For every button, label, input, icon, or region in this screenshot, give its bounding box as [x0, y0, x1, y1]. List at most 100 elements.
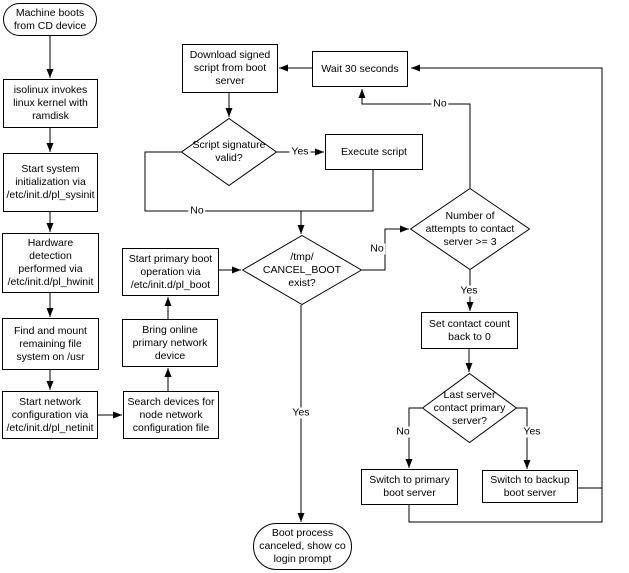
node-label-line: exist? — [288, 276, 316, 289]
node-label-line: script from boot — [193, 62, 267, 74]
node-label-line: contact primary — [433, 401, 506, 414]
node-label-line: Switch to backup — [490, 473, 570, 486]
node-label-line: boot server — [503, 486, 557, 499]
node-wait-30-process: Wait 30 seconds — [312, 51, 408, 87]
diamond-shape — [242, 235, 362, 305]
node-label-line: operation via — [140, 265, 201, 278]
edge-label-no: No — [431, 97, 449, 110]
node-label-line: Execute script — [341, 145, 407, 158]
node-label-line: /tmp/ — [290, 250, 314, 263]
node-label-line: login prompt — [273, 553, 332, 565]
edge-label-yes: Yes — [521, 425, 543, 438]
node-label-line: primary network — [132, 336, 208, 349]
node-label-line: CANCEL_BOOT — [262, 263, 342, 276]
node-label-line: canceled, show co — [259, 540, 346, 552]
node-label: Wait 30 seconds — [321, 63, 398, 76]
arrowhead-icon — [46, 308, 54, 317]
arrowhead-icon — [164, 297, 172, 306]
edge-label-no: No — [394, 425, 412, 438]
node-label-line: server — [215, 75, 245, 87]
node-label-line: remaining file — [19, 337, 82, 350]
arrowhead-icon — [466, 302, 474, 311]
arrowhead-icon — [46, 143, 54, 152]
arrowhead-icon — [297, 225, 305, 234]
diamond-shape — [181, 118, 277, 186]
node-label-line: attempts to contact — [425, 222, 515, 235]
arrowhead-icon — [46, 223, 54, 232]
edge-sigvalid-no-to-cancelboot — [144, 151, 302, 234]
node-label-line: system on /usr — [16, 350, 85, 363]
node-label-line: Boot process — [271, 527, 334, 539]
node-label-line: configuration file — [132, 421, 210, 434]
node-label-line: server? — [451, 414, 487, 427]
node-label-line: detection — [29, 250, 72, 262]
edge-label-yes: Yes — [290, 406, 312, 419]
node-execute-script-process: Execute script — [325, 134, 423, 170]
node-label-line: performed via — [18, 263, 83, 275]
edge-label-no: No — [368, 242, 386, 255]
arrowhead-icon — [279, 64, 288, 72]
node-label-line: /etc/init.d/pl_boot — [130, 278, 211, 291]
node-label-line: Start network — [19, 395, 81, 408]
edge-primary-loop-to-wait — [408, 67, 603, 523]
arrowhead-icon — [113, 411, 122, 419]
arrowhead-icon — [225, 108, 233, 117]
diamond-shape — [422, 373, 517, 443]
arrowhead-icon — [164, 368, 172, 377]
node-label-line: initialization via — [15, 176, 86, 188]
node-label-line: from CD device — [13, 19, 87, 32]
arrowhead-icon — [232, 266, 241, 274]
node-label-line: device — [154, 349, 186, 362]
arrowhead-icon — [400, 225, 409, 233]
node-label-line: boot server — [383, 487, 436, 499]
node-label-line: Start system — [21, 163, 80, 175]
node-label-line: /etc/init.d/pl_hwinit — [7, 276, 94, 288]
arrowhead-icon — [297, 513, 305, 522]
node-label-line: node network — [139, 408, 203, 421]
node-label-line: server >= 3 — [443, 235, 497, 248]
arrowhead-icon — [465, 363, 473, 372]
edge-label-yes: Yes — [289, 145, 311, 158]
arrowhead-icon — [315, 148, 324, 156]
arrowhead-icon — [358, 89, 366, 98]
node-label: Execute script — [341, 146, 407, 159]
node-label-line: configuration via — [11, 408, 89, 421]
node-label-line: Last server — [443, 388, 496, 401]
edge-execute-to-merge — [301, 170, 374, 212]
node-label-line: Machine boots — [15, 6, 85, 19]
node-label-line: Number of — [445, 209, 495, 222]
edge-label-yes: Yes — [458, 284, 480, 297]
node-label-line: Set contact count — [428, 317, 511, 330]
